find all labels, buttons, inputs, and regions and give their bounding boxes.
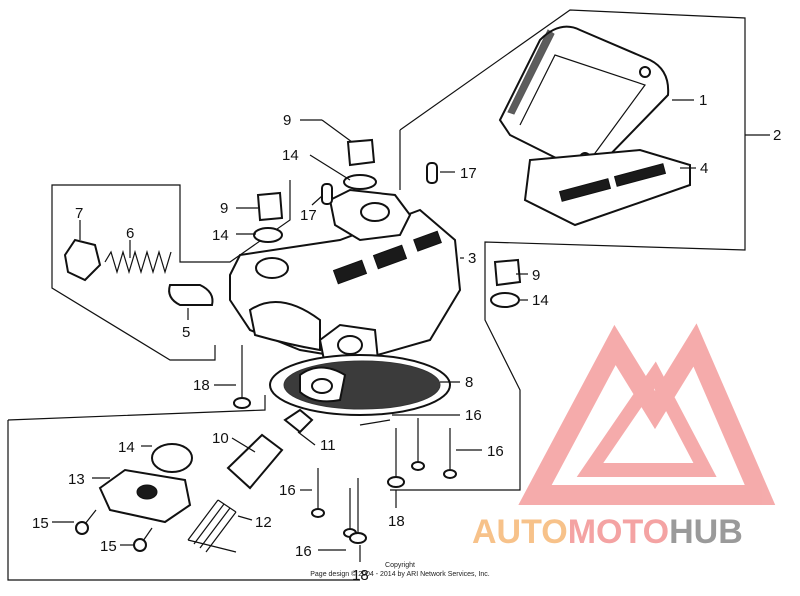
watermark-brand-auto: AUTO <box>472 513 568 551</box>
part-8-strainer-screen <box>269 354 451 416</box>
part-4-gasket <box>523 148 691 227</box>
callout-17-right: 17 <box>460 165 477 182</box>
callout-18-lower: 18 <box>352 567 369 584</box>
callout-1: 1 <box>699 92 707 109</box>
bolt-16-d <box>343 488 357 538</box>
callout-16-c: 16 <box>279 482 296 499</box>
callout-11: 11 <box>320 437 336 454</box>
part-6-spring <box>104 249 172 275</box>
callout-14-left: 14 <box>212 227 229 244</box>
callout-18-middle: 18 <box>388 513 405 530</box>
copyright-line-1: Copyright <box>385 562 415 569</box>
lower-parts <box>75 408 314 553</box>
callout-9-left: 9 <box>220 200 228 217</box>
bolt-18-lower <box>349 478 367 544</box>
bolt-18-middle <box>387 428 405 488</box>
callout-14-right: 14 <box>532 292 549 309</box>
bolts <box>233 345 457 544</box>
callout-labels: 1 2 3 4 5 6 7 8 9 9 9 10 11 12 13 14 14 … <box>32 92 781 584</box>
callout-14-top: 14 <box>282 147 299 164</box>
callout-5: 5 <box>182 324 190 341</box>
callout-10: 10 <box>212 430 229 447</box>
callout-13: 13 <box>68 471 85 488</box>
watermark-logo <box>518 323 776 505</box>
callout-8: 8 <box>465 374 473 391</box>
callout-16-a: 16 <box>465 407 482 424</box>
bolt-16-b <box>443 428 457 479</box>
bolt-16-a <box>411 418 425 471</box>
callout-9-top: 9 <box>283 112 291 129</box>
part-12-spring <box>187 499 237 553</box>
callout-2: 2 <box>773 127 781 144</box>
callout-17-left: 17 <box>300 207 317 224</box>
relief-valve-set <box>63 238 214 306</box>
callout-6: 6 <box>126 225 134 242</box>
callout-14-lower: 14 <box>118 439 135 456</box>
callout-16-d: 16 <box>295 543 312 560</box>
bolt-18-upper <box>233 345 251 409</box>
callout-7: 7 <box>75 205 83 222</box>
callout-15-b: 15 <box>100 538 117 555</box>
callout-18-upper: 18 <box>193 377 210 394</box>
leader-lines <box>52 99 770 562</box>
callout-15-a: 15 <box>32 515 49 532</box>
callout-12: 12 <box>255 514 272 531</box>
callout-4: 4 <box>700 160 708 177</box>
bolt-16-c <box>311 468 325 518</box>
callout-3: 3 <box>468 250 476 267</box>
callout-16-b: 16 <box>487 443 504 460</box>
watermark-brand-moto: MOTO <box>568 513 669 551</box>
part-1-cover <box>498 25 670 172</box>
sleeves-and-orings <box>253 138 522 308</box>
watermark-brand-hub: HUB <box>669 513 743 551</box>
watermark-text: AUTOMOTOHUB <box>472 513 743 551</box>
callout-9-right: 9 <box>532 267 540 284</box>
copyright-line-2: Page design © 2004 - 2014 by ARI Network… <box>310 570 490 578</box>
